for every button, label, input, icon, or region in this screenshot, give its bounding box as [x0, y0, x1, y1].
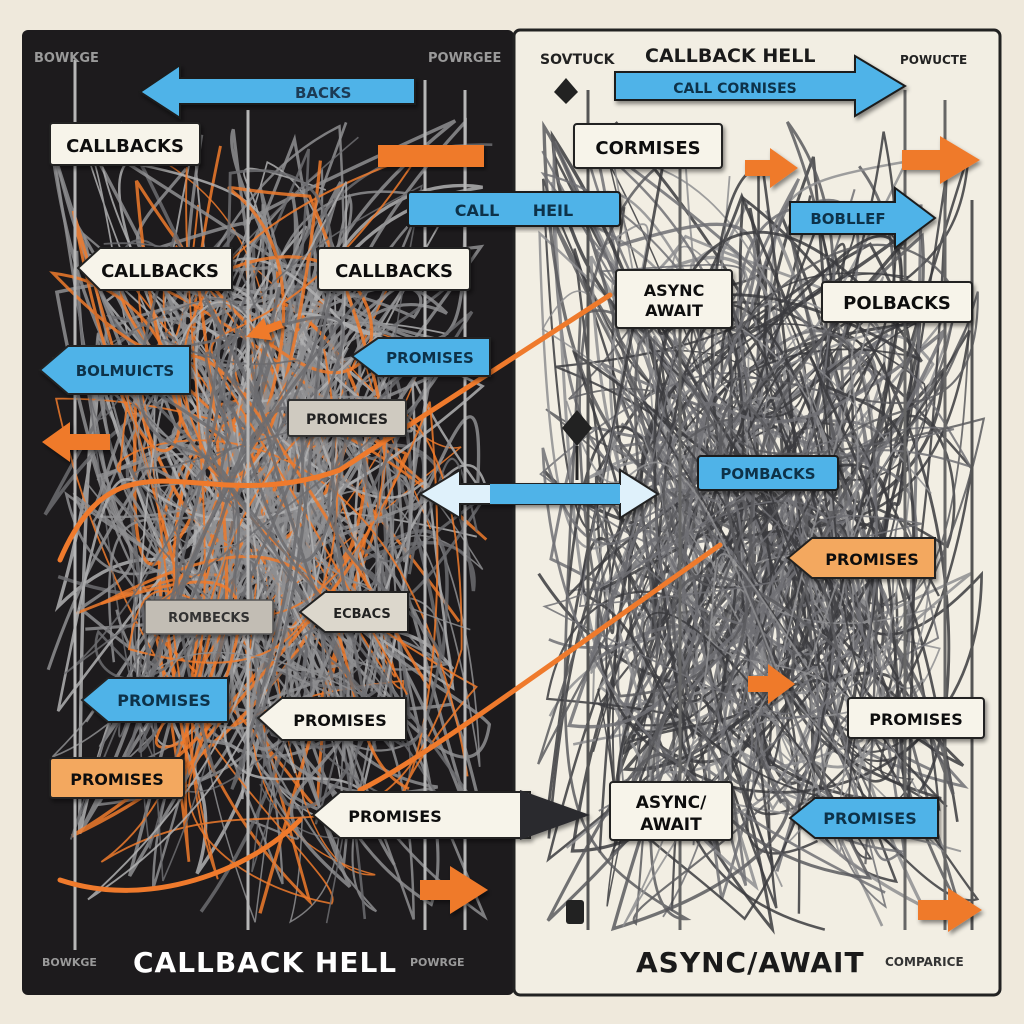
- right-orange-arrow-3: [748, 664, 795, 704]
- wire-strand: [541, 303, 886, 894]
- promises-blue-arrow-label-right: PROMISES: [788, 797, 939, 839]
- callbacks-label-3: CALLBACKS: [317, 247, 471, 291]
- promises-white-arrow-label: PROMISES: [256, 697, 407, 741]
- right-orange-arrow-1: [745, 148, 798, 188]
- wire-strand: [565, 276, 911, 927]
- spade-marker-top: [554, 78, 578, 104]
- bolmuicts-arrow-label: BOLMUICTS: [38, 345, 191, 395]
- polbacks-label: POLBACKS: [821, 281, 973, 323]
- promises-blue-arrow-label-2: PROMISES: [80, 677, 229, 723]
- left-top-blue-arrow: BACKS: [138, 63, 416, 120]
- svg-text:BOLMUICTS: BOLMUICTS: [76, 362, 174, 380]
- spade-marker-middle: [562, 410, 592, 480]
- right-bottom-orange-arrow: [918, 888, 982, 932]
- wire-strand: [134, 160, 387, 743]
- svg-text:ROMBECKS: ROMBECKS: [168, 611, 250, 626]
- callbacks-label-1: CALLBACKS: [49, 122, 201, 166]
- svg-text:PROMISES: PROMISES: [869, 710, 963, 729]
- wire-strand: [635, 234, 903, 739]
- async-await-label-2: ASYNC/ AWAIT: [609, 781, 733, 841]
- right-corner-label: SOVTUCK: [540, 52, 616, 68]
- left-corner-label-right: POWRGEE: [428, 51, 501, 66]
- promises-blue-arrow-label: PROMISES: [350, 337, 491, 377]
- promises-orange-arrow-label: PROMISES: [786, 537, 936, 579]
- svg-text:PROMISES: PROMISES: [117, 691, 211, 710]
- bobllef-arrow-label: BOBLLEF: [789, 186, 937, 250]
- center-double-arrow: [418, 468, 660, 520]
- pombacks-label: POMBACKS: [697, 455, 839, 491]
- svg-text:CALLBACKS: CALLBACKS: [101, 261, 219, 282]
- left-panel-title: CALLBACK HELL: [133, 946, 397, 979]
- wire-strand: [100, 167, 469, 880]
- svg-text:ASYNC/: ASYNC/: [636, 793, 707, 813]
- svg-text:BACKS: BACKS: [295, 84, 351, 102]
- svg-text:ECBACS: ECBACS: [333, 607, 391, 622]
- svg-text:CALLBACKS: CALLBACKS: [66, 136, 184, 157]
- svg-text:BOBLLEF: BOBLLEF: [810, 210, 885, 228]
- svg-text:PROMISES: PROMISES: [348, 807, 442, 826]
- svg-text:AWAIT: AWAIT: [640, 815, 702, 835]
- callbacks-label-2: CALLBACKS: [76, 247, 233, 291]
- left-bottom-orange-arrow: [420, 866, 488, 914]
- svg-text:AWAIT: AWAIT: [645, 301, 703, 320]
- rombecks-label: ROMBECKS: [144, 599, 274, 635]
- promices-label: PROMICES: [287, 399, 407, 437]
- tangled-wires-right: [537, 120, 986, 935]
- orange-bar-top: [378, 145, 484, 167]
- left-footer-right: POWRGE: [410, 956, 465, 969]
- promises-center-arrow-label: PROMISES: [311, 790, 590, 840]
- orange-flow-lines: [57, 292, 723, 893]
- right-header: CALLBACK HELL: [645, 45, 815, 67]
- wire-strand: [81, 184, 423, 924]
- wire-strand: [563, 167, 754, 921]
- svg-text:PROMICES: PROMICES: [306, 412, 388, 428]
- right-top-blue-arrow: CALL CORNISES: [614, 54, 907, 118]
- svg-text:POMBACKS: POMBACKS: [720, 465, 815, 483]
- svg-text:PROMISES: PROMISES: [823, 809, 917, 828]
- left-corner-label: BOWKGE: [34, 51, 99, 66]
- svg-text:CORMISES: CORMISES: [595, 138, 700, 159]
- async-await-label-1: ASYNC AWAIT: [615, 269, 733, 329]
- svg-text:CALL HEIL: CALL HEIL: [455, 201, 573, 220]
- wire-strand: [541, 290, 947, 855]
- wire-strand: [548, 159, 909, 812]
- right-panel-title: ASYNC/AWAIT: [636, 946, 865, 979]
- call-heil-label: CALL HEIL: [407, 191, 621, 227]
- wire-strand: [545, 309, 930, 912]
- left-orange-arrow: [42, 422, 110, 462]
- right-corner-label-right: POWUCTE: [900, 53, 967, 67]
- svg-text:PROMISES: PROMISES: [825, 550, 919, 569]
- svg-text:PROMISES: PROMISES: [293, 711, 387, 730]
- svg-text:CALLBACKS: CALLBACKS: [335, 261, 453, 282]
- svg-text:PROMISES: PROMISES: [386, 349, 474, 367]
- svg-text:ASYNC: ASYNC: [644, 281, 705, 300]
- wire-strand: [126, 119, 457, 877]
- svg-text:PROMISES: PROMISES: [70, 770, 164, 789]
- wire-strand: [616, 291, 986, 926]
- plug-marker-bottom: [566, 900, 584, 924]
- cormises-label: CORMISES: [573, 123, 723, 169]
- right-orange-arrow-2: [902, 136, 980, 184]
- svg-text:POLBACKS: POLBACKS: [843, 293, 951, 314]
- left-footer-left: BOWKGE: [42, 956, 97, 969]
- promises-white-label-right: PROMISES: [847, 697, 985, 739]
- svg-text:CALL CORNISES: CALL CORNISES: [673, 81, 796, 97]
- left-orange-arrow-small: [246, 317, 284, 341]
- promises-orange-label: PROMISES: [49, 757, 185, 799]
- right-footer-right: COMPARICE: [885, 955, 964, 969]
- ecbacs-arrow-label: ECBACS: [298, 591, 409, 633]
